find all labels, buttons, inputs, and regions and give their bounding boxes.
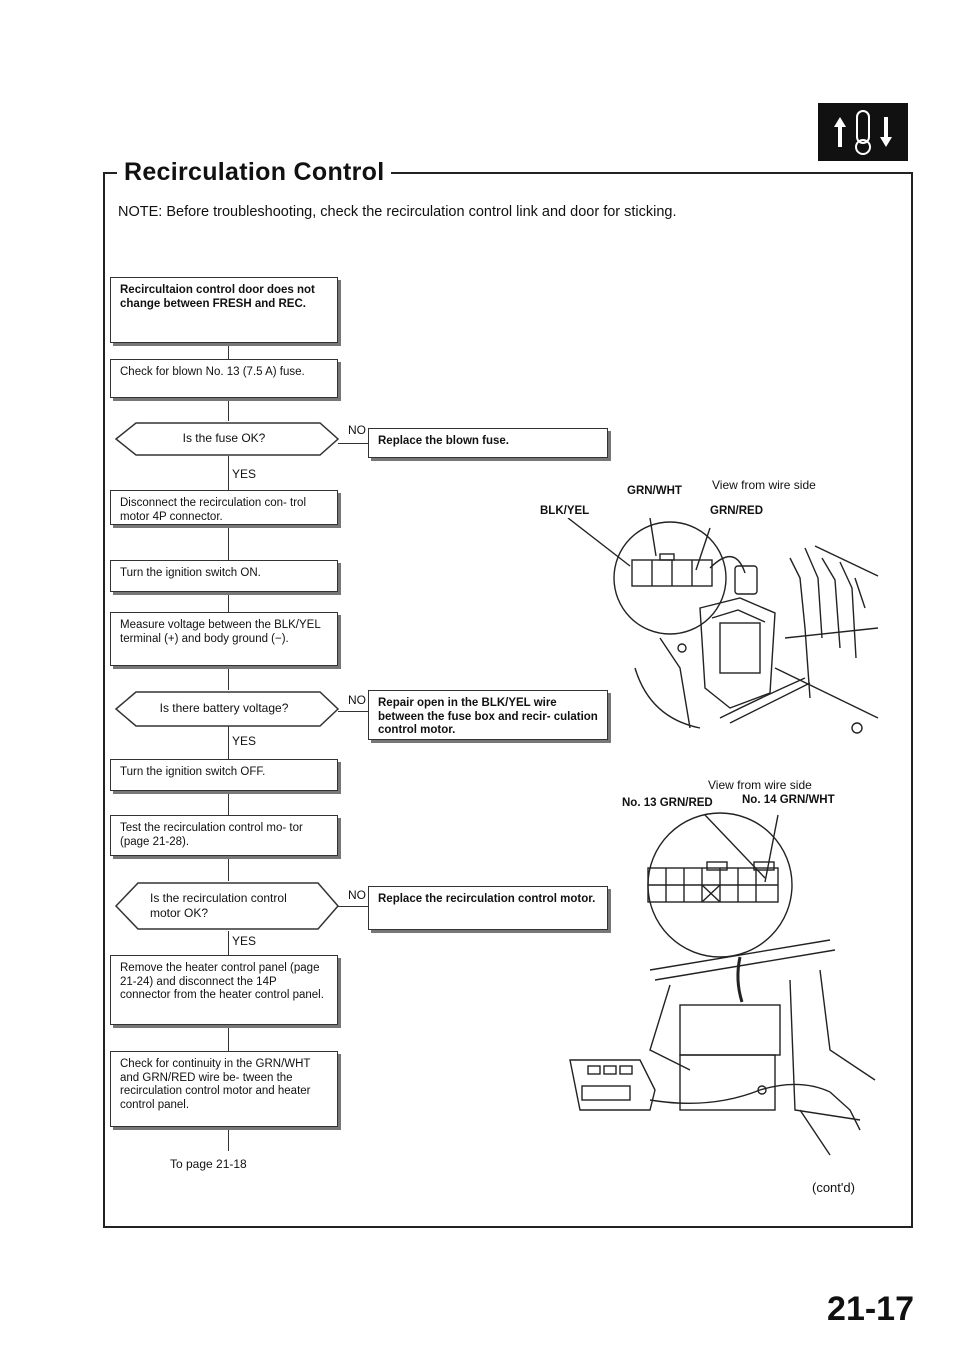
connector: [228, 592, 229, 612]
connector: [228, 791, 229, 815]
action-replace-motor: Replace the recirculation control motor.: [368, 886, 608, 930]
no-connector: [338, 711, 368, 712]
diagram1-view-label: View from wire side: [712, 478, 816, 492]
connector: [228, 931, 229, 955]
decision-battery-voltage-shape: [114, 691, 340, 727]
yes-label: YES: [232, 934, 257, 948]
frame-top-left: [103, 172, 117, 174]
page-number: 21-17: [827, 1290, 914, 1328]
frame-top-right: [330, 172, 911, 174]
decision-battery-voltage: Is there battery voltage?: [159, 701, 289, 715]
wire-blk-yel-label: BLK/YEL: [540, 505, 590, 517]
section-frame: [103, 172, 913, 1228]
motor-connector-illustration: [567, 518, 879, 734]
wire-no14-label: No. 14 GRN/WHT: [742, 794, 835, 806]
diagram2-view-label: View from wire side: [708, 778, 812, 792]
connector: [228, 456, 229, 490]
no-connector: [338, 443, 368, 444]
connector: [228, 856, 229, 881]
step-test-motor: Test the recirculation control mo- tor (…: [110, 815, 338, 856]
step-ignition-on: Turn the ignition switch ON.: [110, 560, 338, 592]
section-title: Recirculation Control: [118, 158, 391, 187]
connector: [228, 1025, 229, 1051]
step-disconnect-4p: Disconnect the recirculation con- trol m…: [110, 490, 338, 525]
yes-label: YES: [232, 734, 257, 748]
step-door-not-changing: Recircultaion control door does not chan…: [110, 277, 338, 343]
heater-temperature-icon: [818, 103, 908, 161]
action-repair-open: Repair open in the BLK/YEL wire between …: [368, 690, 608, 740]
heater-panel-connector-illustration: [569, 812, 876, 1156]
wire-grn-red-label: GRN/RED: [710, 505, 764, 517]
no-label: NO: [348, 423, 366, 437]
wire-no13-label: No. 13 GRN/RED: [622, 797, 713, 809]
decision-fuse-ok-shape: [114, 422, 340, 456]
connector: [228, 1127, 229, 1151]
note-text: NOTE: Before troubleshooting, check the …: [118, 204, 677, 220]
connector: [228, 726, 229, 759]
connector: [228, 343, 229, 359]
connector: [228, 398, 229, 421]
decision-fuse-ok: Is the fuse OK?: [182, 431, 266, 445]
connector: [228, 666, 229, 690]
no-label: NO: [348, 693, 366, 707]
continued-label: (cont'd): [812, 1180, 855, 1195]
action-replace-fuse: Replace the blown fuse.: [368, 428, 608, 458]
no-connector: [338, 906, 368, 907]
step-check-fuse: Check for blown No. 13 (7.5 A) fuse.: [110, 359, 338, 398]
decision-motor-ok: Is the recirculation control motor OK?: [150, 891, 287, 920]
connector: [228, 525, 229, 560]
to-page-link: To page 21-18: [170, 1157, 247, 1171]
step-remove-panel: Remove the heater control panel (page 21…: [110, 955, 338, 1025]
decision-motor-ok-shape: [114, 882, 339, 930]
no-label: NO: [348, 888, 366, 902]
step-check-continuity: Check for continuity in the GRN/WHT and …: [110, 1051, 338, 1127]
wire-grn-wht-label: GRN/WHT: [627, 485, 682, 497]
yes-label: YES: [232, 467, 257, 481]
step-measure-voltage: Measure voltage between the BLK/YEL term…: [110, 612, 338, 666]
step-ignition-off: Turn the ignition switch OFF.: [110, 759, 338, 791]
